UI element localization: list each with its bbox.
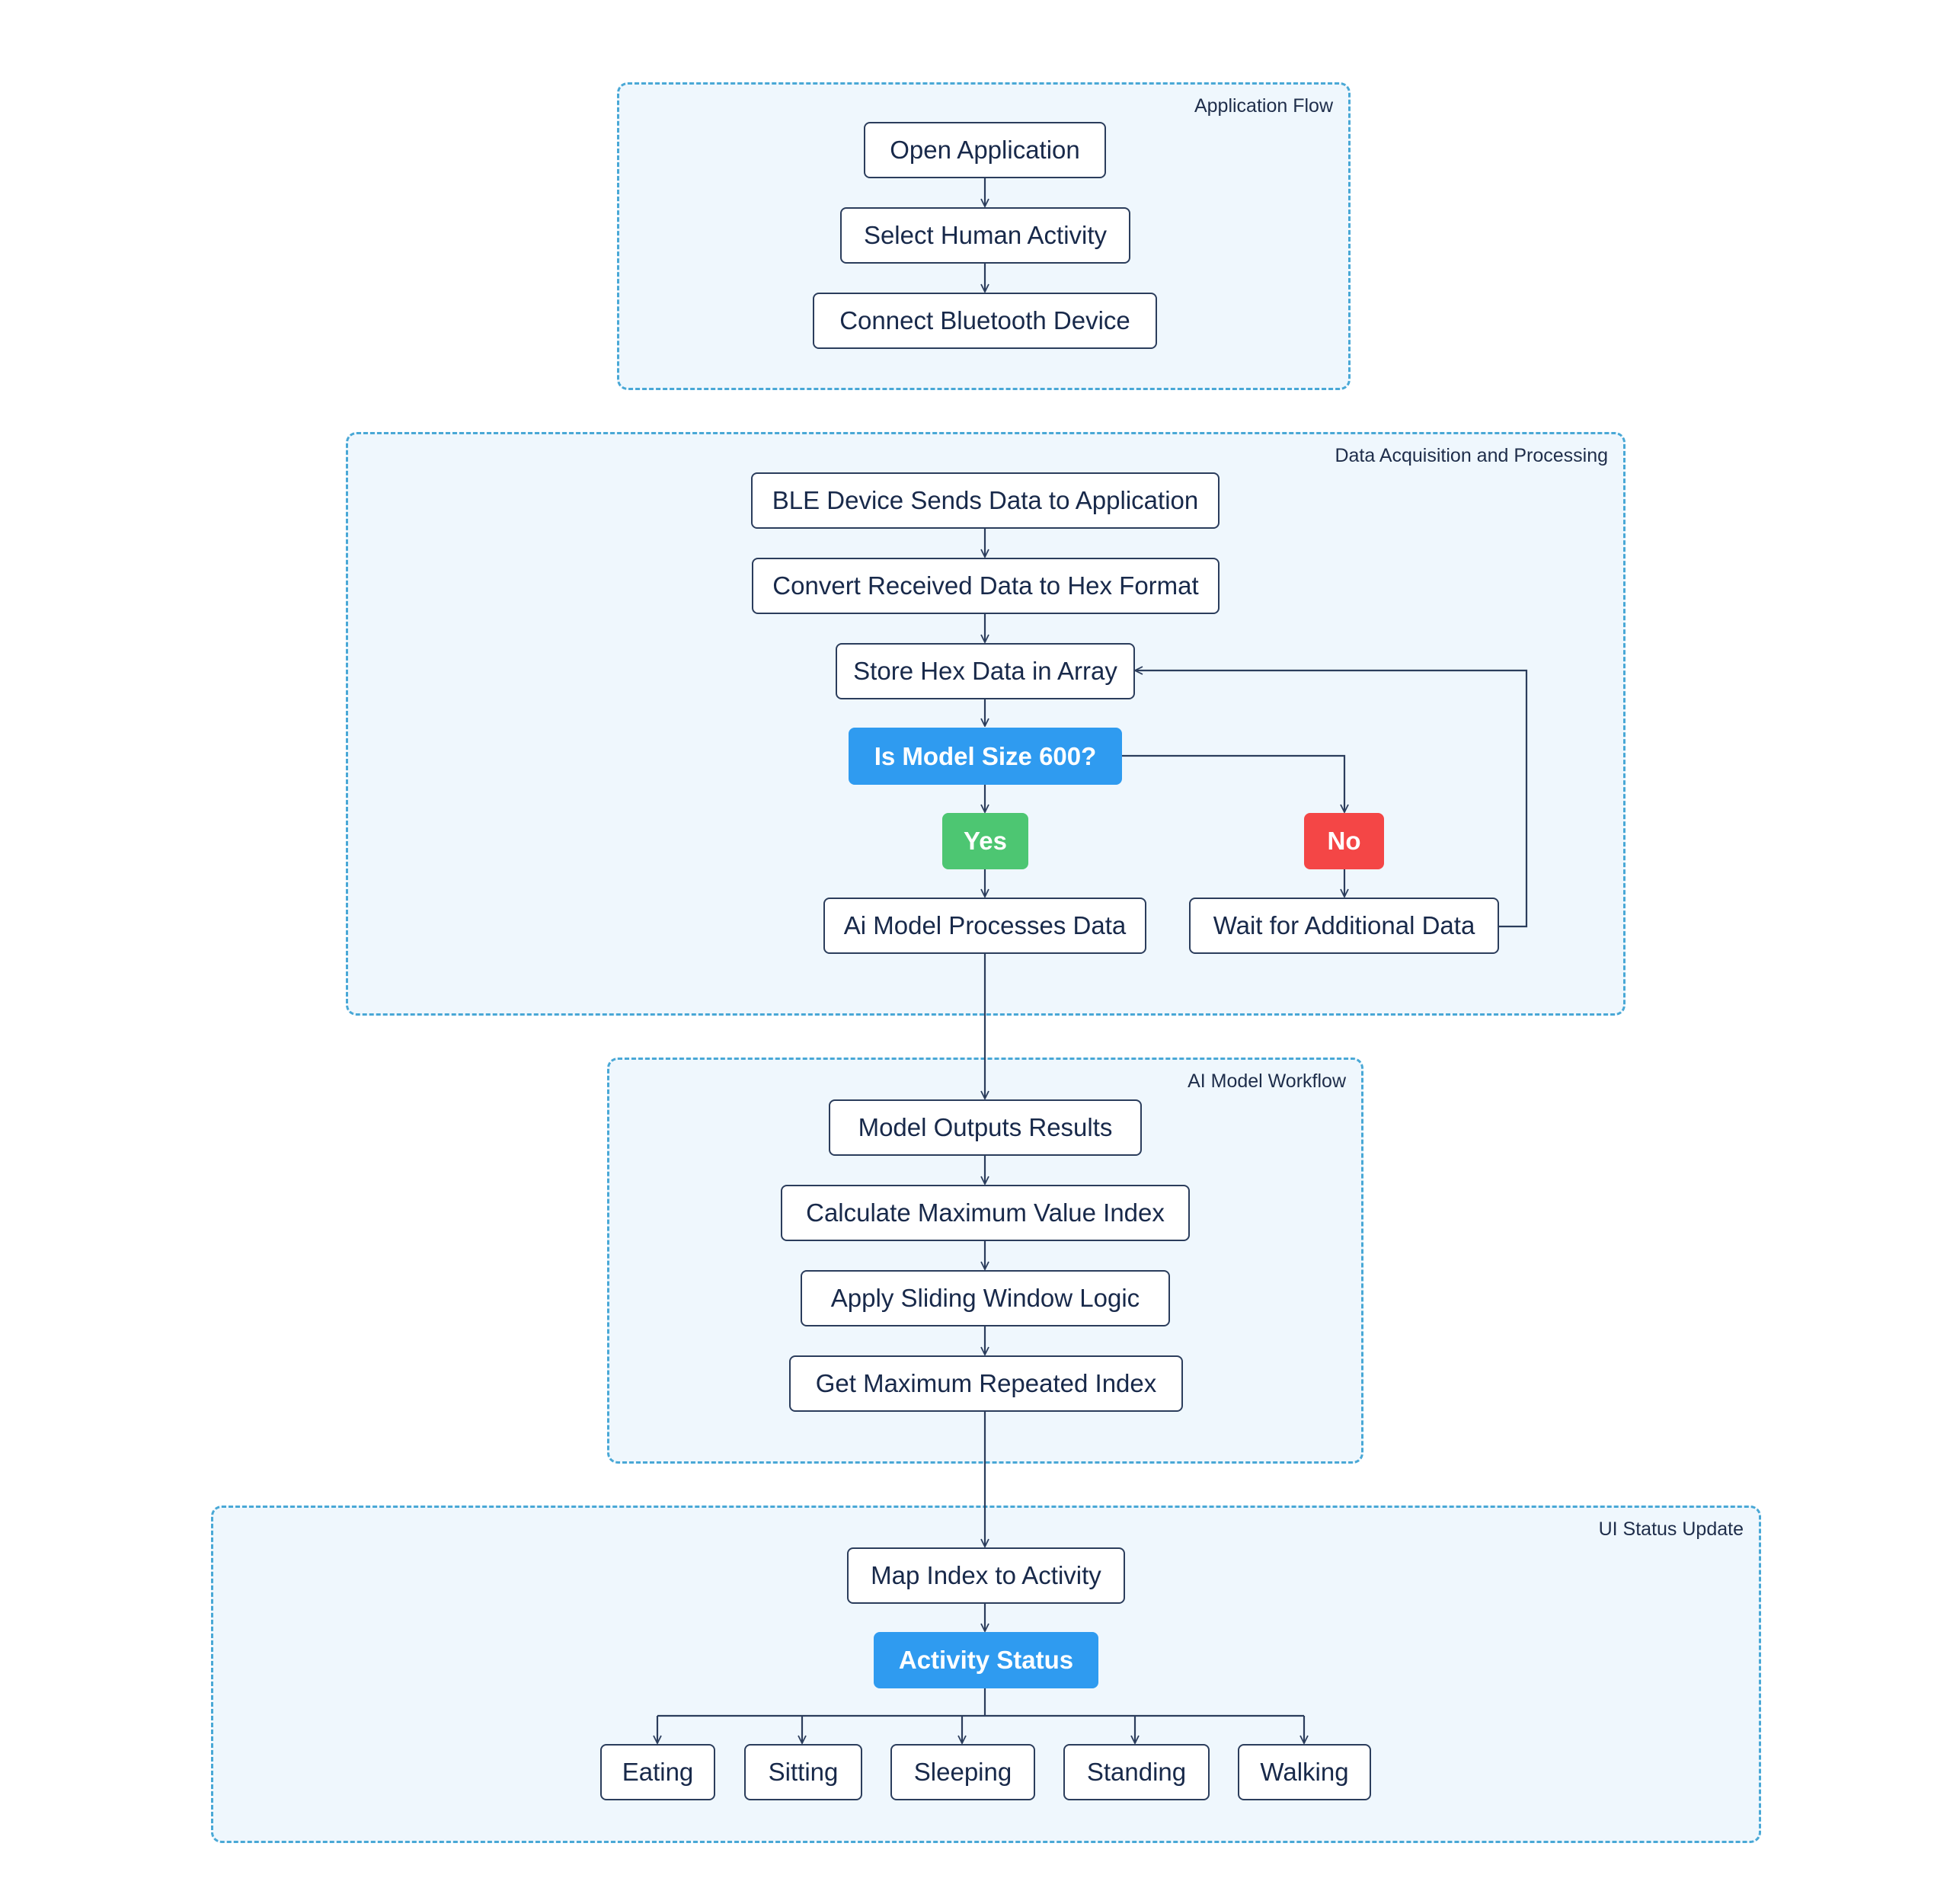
node-apply-sliding-window: Apply Sliding Window Logic: [801, 1270, 1170, 1326]
edge-wait-loop-to-store: [1135, 670, 1528, 928]
node-store-hex-data: Store Hex Data in Array: [836, 643, 1135, 699]
node-sitting: Sitting: [744, 1744, 862, 1800]
node-convert-to-hex: Convert Received Data to Hex Format: [752, 558, 1220, 614]
edge-decision-to-no: [1122, 754, 1344, 812]
node-select-human-activity: Select Human Activity: [840, 207, 1130, 264]
node-max-repeated-index: Get Maximum Repeated Index: [789, 1355, 1183, 1412]
node-map-index-to-activity: Map Index to Activity: [847, 1547, 1125, 1604]
node-standing: Standing: [1063, 1744, 1210, 1800]
node-wait-for-additional-data: Wait for Additional Data: [1189, 898, 1499, 954]
group-label-ui-status-update: UI Status Update: [1598, 1518, 1744, 1540]
edge-status-bus: [657, 1688, 1304, 1717]
node-activity-status: Activity Status: [874, 1632, 1098, 1688]
group-label-data-acquisition: Data Acquisition and Processing: [1335, 445, 1608, 466]
node-no: No: [1304, 813, 1384, 869]
node-ble-device-sends-data: BLE Device Sends Data to Application: [751, 472, 1220, 529]
node-eating: Eating: [600, 1744, 715, 1800]
group-label-application-flow: Application Flow: [1194, 95, 1333, 117]
node-walking: Walking: [1238, 1744, 1371, 1800]
node-decision-model-size: Is Model Size 600?: [849, 728, 1122, 785]
node-calculate-max-value-index: Calculate Maximum Value Index: [781, 1185, 1190, 1241]
node-model-outputs-results: Model Outputs Results: [829, 1099, 1142, 1156]
node-connect-bluetooth-device: Connect Bluetooth Device: [813, 293, 1157, 349]
group-label-ai-model-workflow: AI Model Workflow: [1188, 1070, 1346, 1092]
node-yes: Yes: [942, 813, 1028, 869]
node-open-application: Open Application: [864, 122, 1106, 178]
node-sleeping: Sleeping: [890, 1744, 1035, 1800]
node-ai-model-processes-data: Ai Model Processes Data: [823, 898, 1146, 954]
